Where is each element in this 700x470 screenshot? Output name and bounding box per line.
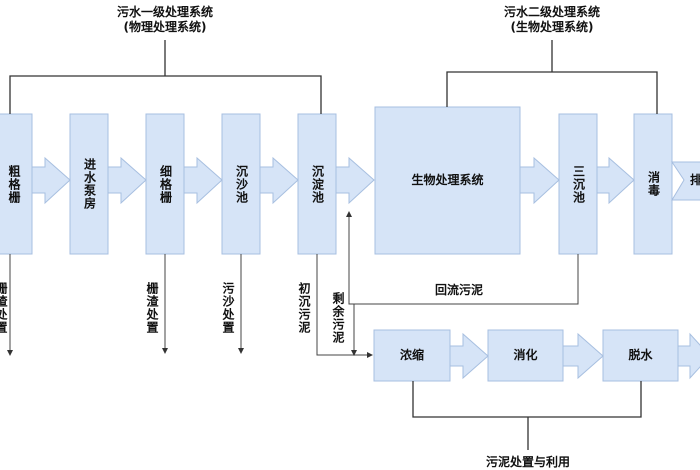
return-sludge-label: 回流污泥 (435, 283, 484, 297)
fine-screenings-label: 栅渣处置 (145, 282, 159, 334)
excess-sludge-label: 剩余污泥 (331, 292, 345, 344)
box-primary-clarifier (297, 113, 337, 255)
primary-clarifier-label: 沉淀池 (310, 164, 325, 204)
primary-sludge-label: 初沉污泥 (297, 282, 311, 334)
flow-arrow (519, 156, 560, 205)
box-grit-chamber (221, 113, 261, 255)
primary-title-text: 污水一级处理系统 (116, 5, 214, 19)
return-sludge-line (346, 211, 579, 305)
secondary-title-text: 污水二级处理系统 (503, 5, 601, 19)
box-disinfection (633, 113, 673, 255)
primary-bracket (9, 40, 322, 114)
discharge-label: 排 (690, 173, 700, 187)
secondary-subtitle-text: (生物处理系统) (510, 20, 594, 34)
flow-arrow (31, 156, 71, 205)
flow-arrow (596, 156, 635, 205)
flow-arrow (335, 156, 375, 205)
secondary-system-title: 污水二级处理系统 (生物处理系统) (504, 5, 600, 35)
sludge-bracket (412, 381, 642, 450)
box-dewater (602, 329, 679, 382)
disinfection-label: 消毒 (646, 171, 661, 197)
primary-system-title: 污水一级处理系统 (物理处理系统) (117, 5, 213, 35)
discharge-arrow (671, 161, 700, 201)
flow-arrow (449, 332, 489, 380)
box-digest (487, 329, 564, 382)
box-secondary-clarifier (558, 113, 598, 255)
flow-arrow (259, 156, 299, 205)
secondary-clarifier-label: 三沉池 (571, 164, 586, 204)
primary-subtitle-text: (物理处理系统) (123, 20, 207, 34)
bio-system-label: 生物处理系统 (411, 173, 484, 187)
grit-chamber-label: 沉沙池 (234, 164, 249, 204)
digest-label: 消化 (513, 348, 538, 362)
flow-arrow (107, 156, 147, 205)
flow-arrow (677, 332, 700, 380)
box-pump-house (69, 113, 109, 255)
flow-arrow (183, 156, 223, 205)
sludge-group-title: 污泥处置与利用 (485, 455, 571, 469)
secondary-bracket (446, 40, 658, 114)
dewater-label: 脱水 (628, 348, 653, 362)
flow-arrow (562, 332, 604, 380)
thicken-label: 浓缩 (399, 348, 424, 362)
fine-screen-label: 细格栅 (158, 164, 173, 204)
box-bio-system (374, 106, 521, 255)
pump-house-label: 进水泵房 (82, 158, 97, 210)
coarse-screenings-label: 栅渣处置 (0, 282, 8, 334)
coarse-screen-label: 粗格栅 (7, 164, 21, 204)
grit-disposal-label: 污沙处置 (221, 282, 235, 334)
